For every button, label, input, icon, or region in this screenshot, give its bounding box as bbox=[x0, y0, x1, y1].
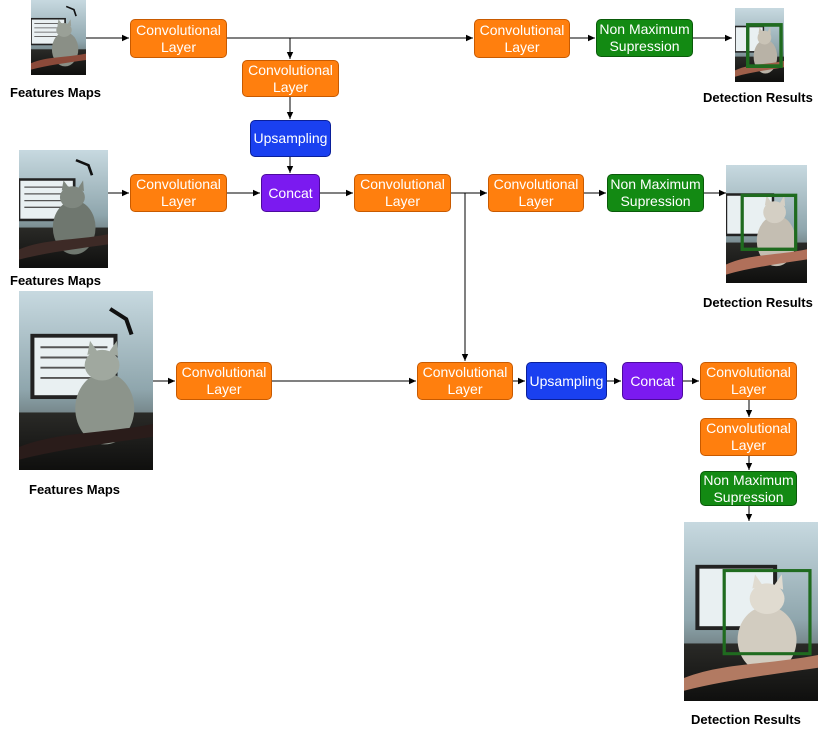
detection-result-photo-1 bbox=[735, 8, 784, 82]
detection-results-caption-1: Detection Results bbox=[703, 90, 813, 105]
detection-result-photo-3 bbox=[684, 522, 818, 701]
conv-layer-9: Convolutional Layer bbox=[700, 362, 797, 400]
detection-box bbox=[746, 23, 783, 68]
cat-photo-icon bbox=[19, 150, 108, 268]
features-maps-caption-1: Features Maps bbox=[10, 85, 102, 100]
conv-layer-10: Convolutional Layer bbox=[700, 418, 797, 456]
conv-layer-3: Convolutional Layer bbox=[130, 174, 227, 212]
nms-1: Non Maximum Supression bbox=[596, 19, 693, 57]
concat-2: Concat bbox=[622, 362, 683, 400]
detection-result-photo-2 bbox=[726, 165, 807, 283]
cat-photo-icon bbox=[726, 165, 807, 283]
detection-results-caption-2: Detection Results bbox=[703, 295, 813, 310]
upsampling-2: Upsampling bbox=[526, 362, 607, 400]
detection-box bbox=[740, 193, 798, 251]
conv-layer-4: Convolutional Layer bbox=[176, 362, 272, 400]
nms-2: Non Maximum Supression bbox=[607, 174, 704, 212]
detection-results-caption-3: Detection Results bbox=[691, 712, 801, 727]
conv-layer-6: Convolutional Layer bbox=[354, 174, 451, 212]
conv-layer-2: Convolutional Layer bbox=[242, 60, 339, 97]
features-maps-caption-3: Features Maps bbox=[29, 482, 121, 497]
cat-photo-icon bbox=[31, 0, 86, 75]
feature-map-photo-2 bbox=[19, 150, 108, 268]
upsampling-1: Upsampling bbox=[250, 120, 331, 157]
features-maps-caption-2: Features Maps bbox=[10, 273, 102, 288]
detection-box bbox=[722, 569, 812, 656]
cat-photo-icon bbox=[735, 8, 784, 82]
concat-1: Concat bbox=[261, 174, 320, 212]
conv-layer-1: Convolutional Layer bbox=[130, 19, 227, 58]
cat-photo-icon bbox=[684, 522, 818, 701]
conv-layer-7: Convolutional Layer bbox=[488, 174, 584, 212]
feature-map-photo-3 bbox=[19, 291, 153, 470]
conv-layer-8: Convolutional Layer bbox=[417, 362, 513, 400]
feature-map-photo-1 bbox=[31, 0, 86, 75]
nms-3: Non Maximum Supression bbox=[700, 471, 797, 506]
cat-photo-icon bbox=[19, 291, 153, 470]
conv-layer-5: Convolutional Layer bbox=[474, 19, 570, 58]
